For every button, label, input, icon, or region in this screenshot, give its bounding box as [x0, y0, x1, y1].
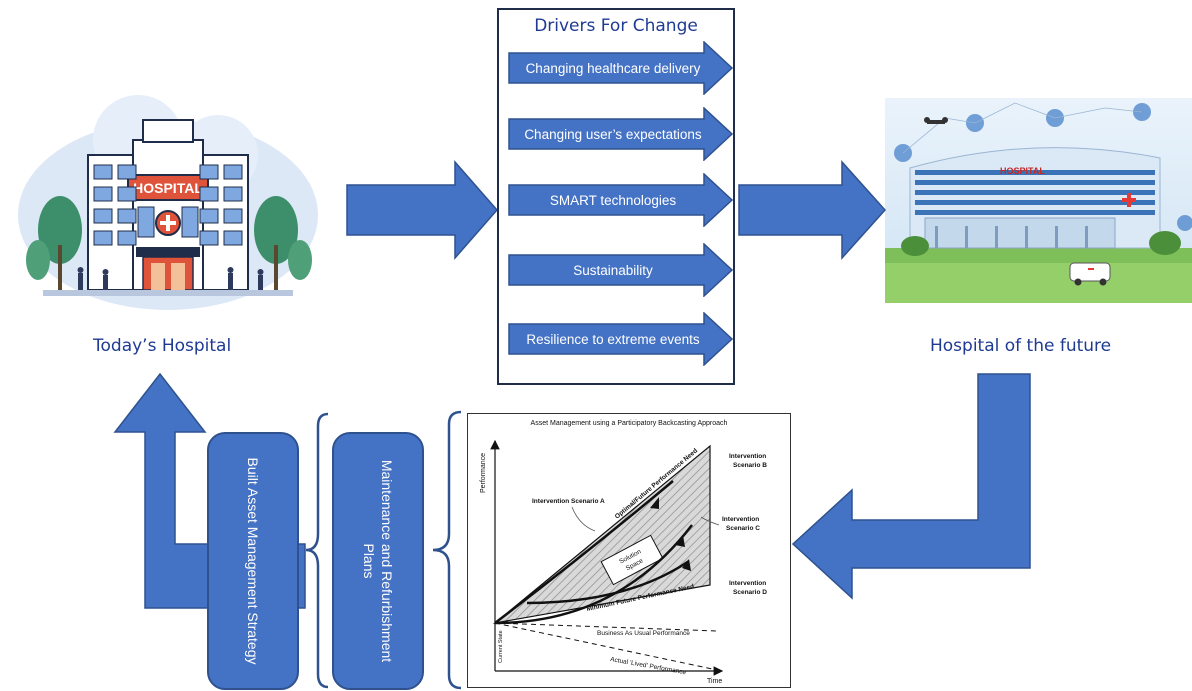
- driver-arrow-user-expectations: Changing user’s expectations: [508, 107, 734, 161]
- scenario-d-arrowhead: [682, 559, 691, 571]
- driver-label: Resilience to extreme events: [526, 331, 700, 347]
- hospital-sign: HOSPITAL: [133, 180, 203, 196]
- scenario-a-pointer: [571, 506, 596, 532]
- scenario-c-arrowhead: [675, 535, 685, 547]
- strategy-box-label: Built Asset Management Strategy: [245, 457, 261, 665]
- driver-arrow-healthcare-delivery: Changing healthcare delivery: [508, 41, 734, 95]
- current-state-label: Current State: [498, 630, 504, 663]
- todays-hospital-illustration: HOSPITAL: [18, 95, 318, 310]
- backcasting-diagram: Asset Management using a Participatory B…: [467, 413, 791, 688]
- solution-space-box: [600, 534, 664, 586]
- scenario-d-label-2: Scenario D: [733, 589, 767, 596]
- arrow-return-from-future: [791, 373, 1031, 600]
- bau-line: [494, 622, 718, 632]
- scenario-a-arrowhead: [650, 497, 659, 509]
- bracket-plans: [432, 410, 462, 690]
- actual-line: [494, 622, 718, 671]
- scenario-d-label-1: Intervention: [729, 580, 766, 587]
- driver-label: Sustainability: [573, 262, 653, 278]
- scenario-b-label-1: Intervention: [729, 453, 766, 460]
- scenario-a-label: Intervention Scenario A: [532, 498, 605, 505]
- x-axis-label: Time: [707, 678, 722, 685]
- driver-label: SMART technologies: [549, 192, 677, 208]
- driver-arrow-resilience: Resilience to extreme events: [508, 312, 734, 366]
- y-axis-label: Performance: [480, 453, 487, 493]
- future-hospital-sign: HOSPITAL: [1000, 166, 1045, 176]
- future-hospital-caption: Hospital of the future: [930, 336, 1112, 356]
- plans-box-label: Maintenance and Refurbishment Plans: [361, 459, 395, 663]
- scenario-a-curve: [494, 480, 674, 624]
- driver-label: Changing healthcare delivery: [525, 60, 701, 76]
- scenario-b-label-2: Scenario B: [733, 462, 767, 469]
- scenario-c-label-2: Scenario C: [726, 525, 760, 532]
- backcasting-title: Asset Management using a Participatory B…: [531, 420, 728, 427]
- scenario-c-label-1: Intervention: [722, 516, 759, 523]
- scenario-c-pointer: [700, 516, 720, 526]
- bracket-strategy: [305, 412, 329, 689]
- todays-hospital-caption: Today’s Hospital: [93, 336, 232, 356]
- future-hospital-illustration: HOSPITAL: [885, 98, 1192, 303]
- strategy-box: Built Asset Management Strategy: [207, 432, 299, 690]
- scenario-c-curve: [494, 524, 693, 625]
- scenario-d-curve: [526, 559, 690, 605]
- driver-arrow-smart-technologies: SMART technologies: [508, 173, 734, 227]
- plans-box: Maintenance and Refurbishment Plans: [332, 432, 424, 690]
- arrow-to-drivers: [346, 160, 498, 260]
- arrow-to-future-hospital: [738, 160, 887, 260]
- drivers-title: Drivers For Change: [534, 16, 698, 36]
- driver-arrow-sustainability: Sustainability: [508, 243, 734, 297]
- bau-line-label: Business As Usual Performance: [597, 630, 690, 637]
- driver-label: Changing user’s expectations: [524, 126, 702, 142]
